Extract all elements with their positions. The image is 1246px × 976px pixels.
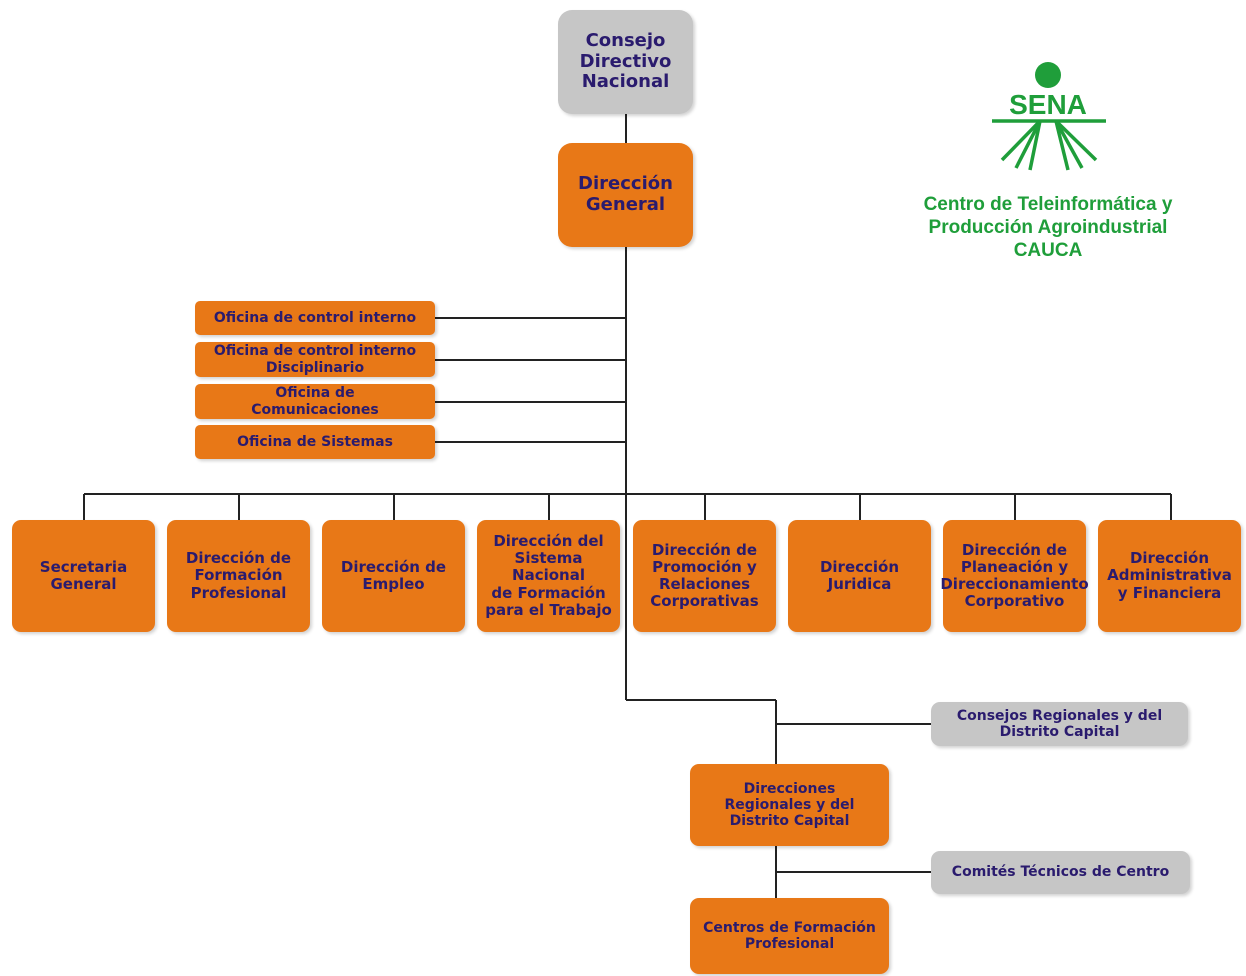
direction-planeacion-box: Dirección de Planeación y Direccionamien… <box>940 520 1089 632</box>
consejo-directivo-nacional-box: Consejo Directivo Nacional <box>558 10 693 114</box>
caption-line-1: Centro de Teleinformática y <box>923 194 1173 215</box>
sena-wordmark: SENA <box>1009 89 1087 120</box>
direction-administrativa-box: Dirección Administrativa y Financiera <box>1098 520 1241 632</box>
direction-secretaria-general-box: Secretaria General <box>12 520 155 632</box>
direction-formacion-profesional-box: Dirección de Formación Profesional <box>167 520 310 632</box>
direcciones-regionales-box: Direcciones Regionales y del Distrito Ca… <box>690 764 889 846</box>
comites-tecnicos-box: Comités Técnicos de Centro <box>931 851 1190 894</box>
office-comunicaciones-box: Oficina de Comunicaciones <box>195 384 435 419</box>
caption-line-3: CAUCA <box>1013 239 1083 261</box>
direction-sistema-nacional-box: Dirección del Sistema Nacional de Formac… <box>477 520 620 632</box>
sena-logo: SENA <box>992 62 1106 171</box>
centros-formacion-box: Centros de Formación Profesional <box>690 898 889 974</box>
caption-line-2: Producción Agroindustrial <box>928 216 1168 238</box>
office-control-interno-box: Oficina de control interno <box>195 301 435 335</box>
direction-juridica-box: Dirección Juridica <box>788 520 931 632</box>
center-name-caption: Centro de Teleinformática y Producción A… <box>880 194 1216 262</box>
office-sistemas-box: Oficina de Sistemas <box>195 425 435 459</box>
direccion-general-box: Dirección General <box>558 143 693 247</box>
direction-promocion-box: Dirección de Promoción y Relaciones Corp… <box>633 520 776 632</box>
office-control-disciplinario-box: Oficina de control interno Disciplinario <box>195 342 435 377</box>
direction-empleo-box: Dirección de Empleo <box>322 520 465 632</box>
consejos-regionales-box: Consejos Regionales y del Distrito Capit… <box>931 702 1188 746</box>
